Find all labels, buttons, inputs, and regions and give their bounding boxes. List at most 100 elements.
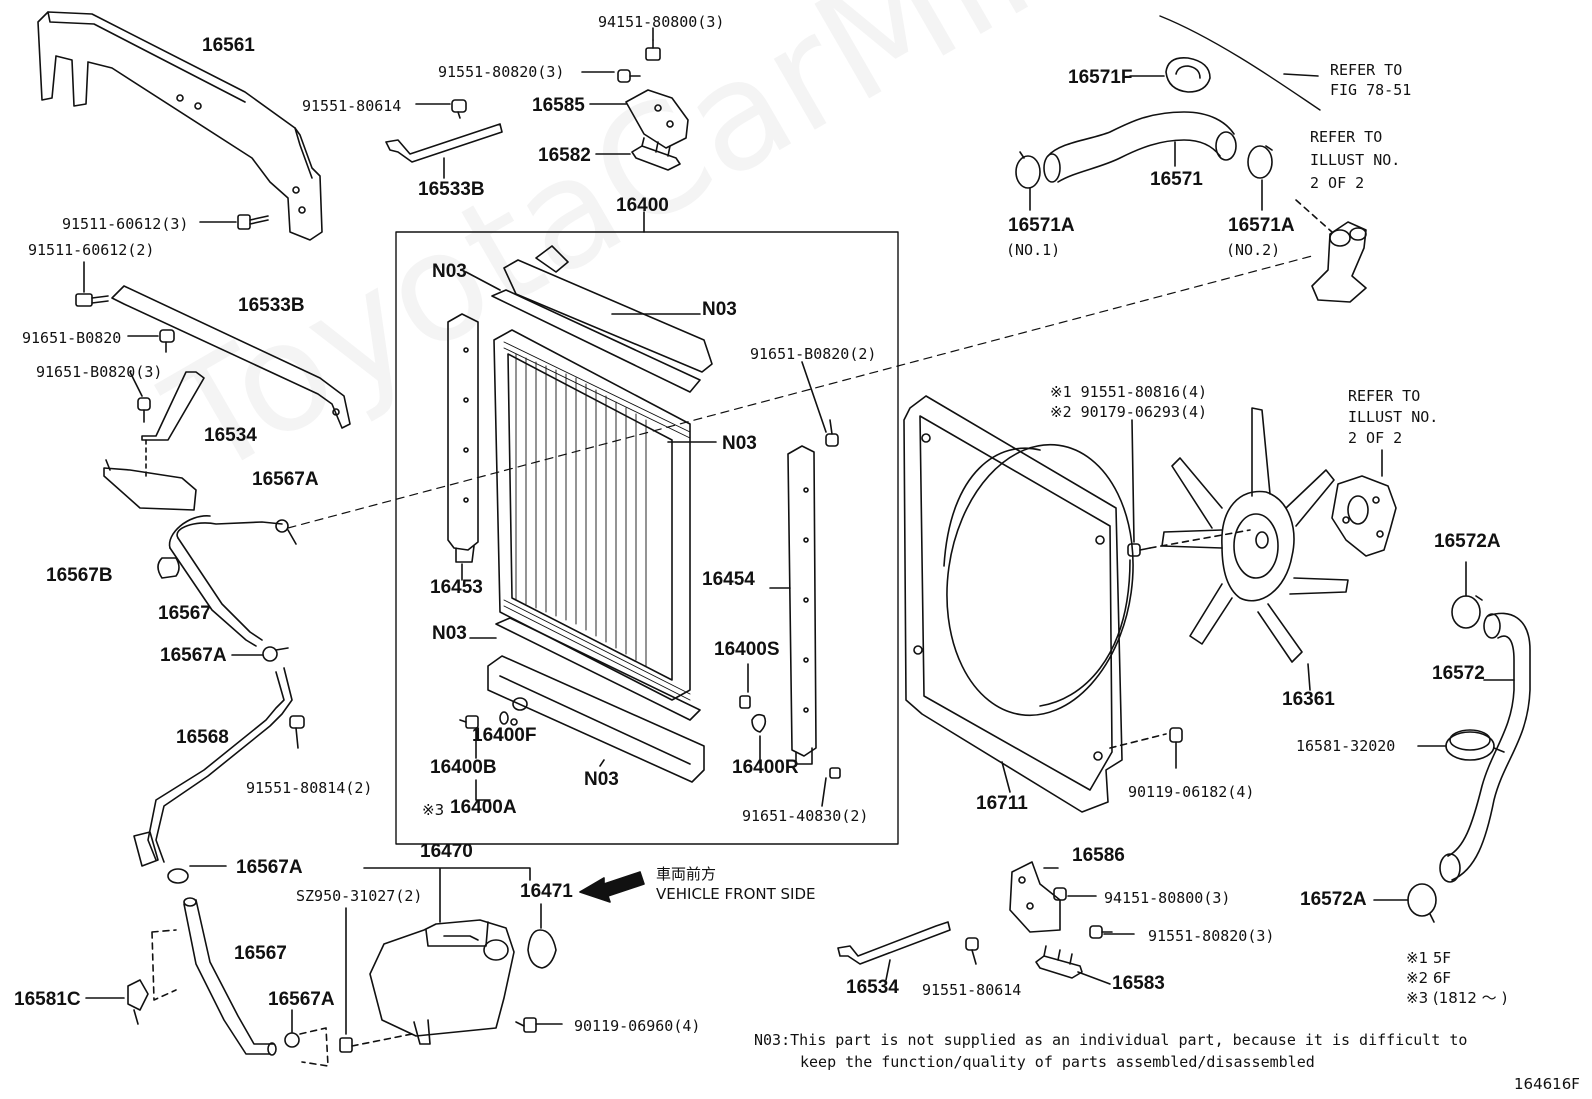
part-label[interactable]: 90119-06960(4)	[574, 1017, 701, 1035]
part-label[interactable]: 90119-06182(4)	[1128, 783, 1255, 801]
part-label[interactable]: 16533B	[418, 179, 485, 200]
part-label[interactable]: 16534	[846, 977, 899, 998]
part-label[interactable]: 16400F	[472, 725, 537, 746]
upper-support-bracket	[37, 11, 323, 241]
part-label[interactable]: 16572	[1432, 663, 1485, 684]
radiator-mount-16586	[1009, 861, 1061, 933]
part-label[interactable]: 16568	[176, 727, 229, 748]
part-label[interactable]: SZ950-31027(2)	[296, 887, 423, 905]
reference-note: REFER TO ILLUST NO. 2 OF 2	[1310, 128, 1401, 192]
drain-cock-icon	[459, 715, 479, 729]
cushion-16582	[631, 137, 681, 171]
water-outlet	[1311, 221, 1367, 303]
part-label[interactable]: 91511-60612(2)	[28, 241, 155, 259]
reference-note: REFER TO ILLUST NO. 2 OF 2	[1348, 387, 1439, 447]
bolt-icon	[1127, 543, 1151, 557]
part-label[interactable]: N03	[722, 433, 757, 454]
part-label[interactable]: N03	[432, 623, 467, 644]
part-label[interactable]: 91551-80820(3)	[1148, 927, 1275, 945]
part-label[interactable]: N03	[584, 769, 619, 790]
part-label[interactable]: 91551-80820(3)	[438, 63, 565, 81]
bolt-icon	[1169, 727, 1183, 769]
part-label[interactable]: 94151-80800(3)	[1104, 889, 1231, 907]
bolt-icon	[825, 419, 839, 447]
cooling-fan-16361	[1161, 407, 1349, 663]
footnote-line-1: N03:This part is not supplied as an indi…	[754, 1031, 1468, 1049]
bolt-icon	[645, 39, 661, 61]
part-label[interactable]: 16567A	[268, 989, 335, 1010]
part-label[interactable]: 16572A	[1434, 531, 1501, 552]
radiator-core-16400	[487, 245, 713, 783]
bolt-icon	[75, 293, 109, 307]
part-label[interactable]: 91551-80814(2)	[246, 779, 373, 797]
part-label[interactable]: 16567A	[160, 645, 227, 666]
part-label[interactable]: 16400	[616, 195, 669, 216]
part-label[interactable]: 91651-B0820(3)	[36, 363, 163, 381]
part-label[interactable]: N03	[432, 261, 467, 282]
bolt-icon	[289, 715, 305, 749]
part-label[interactable]: 91511-60612(3)	[62, 215, 189, 233]
bolt-icon	[617, 69, 641, 83]
hose-16567	[168, 515, 283, 647]
part-label[interactable]: 16581C	[14, 989, 81, 1010]
part-label[interactable]: 16571A	[1228, 215, 1295, 236]
part-label[interactable]: 16400S	[714, 639, 780, 660]
part-label[interactable]: 16585	[532, 95, 585, 116]
part-label[interactable]: 16571	[1150, 169, 1203, 190]
side-panel-16454	[787, 445, 817, 765]
bolt-icon	[159, 329, 175, 353]
part-label[interactable]: 16400R	[732, 757, 799, 778]
part-label[interactable]: 16711	[976, 793, 1028, 814]
part-label[interactable]: 16567	[234, 943, 287, 964]
water-pipe-16568	[133, 667, 293, 867]
part-label[interactable]: 16567A	[252, 469, 319, 490]
part-label[interactable]: 16571F	[1068, 67, 1133, 88]
part-label[interactable]: ※1 91551-80816(4)	[1050, 383, 1208, 401]
cushion-16583	[1035, 945, 1083, 979]
part-label[interactable]: 16583	[1112, 973, 1165, 994]
part-label[interactable]: 16454	[702, 569, 755, 590]
part-label[interactable]: 16571A	[1008, 215, 1075, 236]
bolt-icon	[515, 1017, 537, 1033]
part-label[interactable]: 16400A	[450, 797, 517, 818]
part-label[interactable]: 91651-40830(2)	[742, 807, 869, 825]
part-label[interactable]: 16533B	[238, 295, 305, 316]
legend-item: ※3 (1812 ～ )	[1406, 989, 1508, 1007]
footnote-line-2: keep the function/quality of parts assem…	[800, 1053, 1315, 1071]
water-pump	[1331, 475, 1397, 557]
radiator-stay-16533B-small	[385, 123, 503, 163]
part-label[interactable]: 16567B	[46, 565, 113, 586]
o-ring-icon	[499, 711, 509, 725]
hose-clip-icon	[157, 557, 180, 579]
hose-clamp-icon	[1015, 151, 1041, 189]
part-label[interactable]: N03	[702, 299, 737, 320]
part-label[interactable]: 16572A	[1300, 889, 1367, 910]
part-label[interactable]: 94151-80800(3)	[598, 13, 725, 31]
vehicle-front-arrow-icon	[579, 871, 645, 903]
part-label[interactable]: 16567	[158, 603, 211, 624]
part-label[interactable]: 16581-32020	[1296, 737, 1396, 755]
part-label[interactable]: 91551-80614	[302, 97, 402, 115]
hose-16567-lower	[183, 897, 277, 1056]
part-label[interactable]: 16582	[538, 145, 591, 166]
part-label[interactable]: 91551-80614	[922, 981, 1022, 999]
part-label[interactable]: 16471	[520, 881, 573, 902]
bolt-icon	[1089, 925, 1113, 939]
part-label[interactable]: 16567A	[236, 857, 303, 878]
part-label[interactable]: 16534	[204, 425, 257, 446]
part-label[interactable]: 91651-B0820	[22, 329, 122, 347]
part-label[interactable]: 16586	[1072, 845, 1125, 866]
part-label[interactable]: 16361	[1282, 689, 1335, 710]
clamp-icon	[127, 979, 149, 1025]
part-note: (NO.2)	[1226, 241, 1281, 259]
hose-clip-icon	[167, 868, 189, 884]
part-label[interactable]: 91651-B0820(2)	[750, 345, 877, 363]
part-label[interactable]: 16470	[420, 841, 473, 862]
part-note: (NO.1)	[1006, 241, 1061, 259]
part-label[interactable]: 16453	[430, 577, 483, 598]
part-label[interactable]: ※2 90179-06293(4)	[1050, 403, 1208, 421]
part-label[interactable]: 16561	[202, 35, 255, 56]
part-label[interactable]: 16400B	[430, 757, 497, 778]
bolt-icon	[451, 99, 467, 119]
